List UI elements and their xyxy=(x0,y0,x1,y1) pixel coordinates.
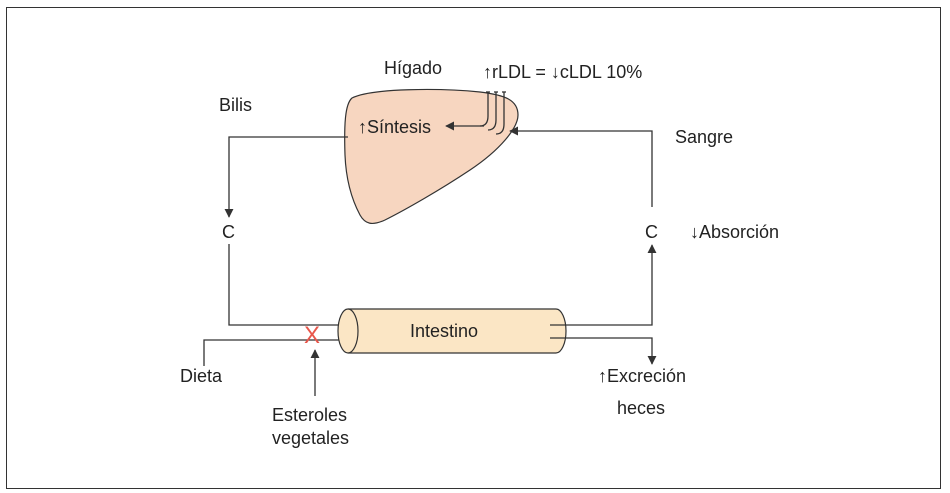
label-c-left: C xyxy=(222,222,235,242)
bilis-arrow xyxy=(229,137,348,217)
label-sangre: Sangre xyxy=(675,127,733,147)
label-rldl: ↑rLDL = ↓cLDL 10% xyxy=(483,62,642,82)
diet-arrow xyxy=(204,340,354,366)
label-dieta: Dieta xyxy=(180,366,223,386)
label-excrecion: ↑Excreción xyxy=(598,366,686,386)
label-esteroles: Esteroles xyxy=(272,405,347,425)
label-heces: heces xyxy=(617,398,665,418)
sangre-arrow xyxy=(510,131,652,207)
block-mark: X xyxy=(304,322,320,349)
label-c-right: C xyxy=(645,222,658,242)
bile-to-intestine-arrow xyxy=(229,244,354,325)
label-vegetales: vegetales xyxy=(272,428,349,448)
absorption-arrow xyxy=(550,245,652,325)
label-bilis: Bilis xyxy=(219,95,252,115)
label-sintesis: ↑Síntesis xyxy=(358,117,431,137)
label-intestino: Intestino xyxy=(410,321,478,341)
liver-shape xyxy=(345,90,518,224)
label-higado: Hígado xyxy=(384,58,442,78)
label-absorcion: ↓Absorción xyxy=(690,222,779,242)
